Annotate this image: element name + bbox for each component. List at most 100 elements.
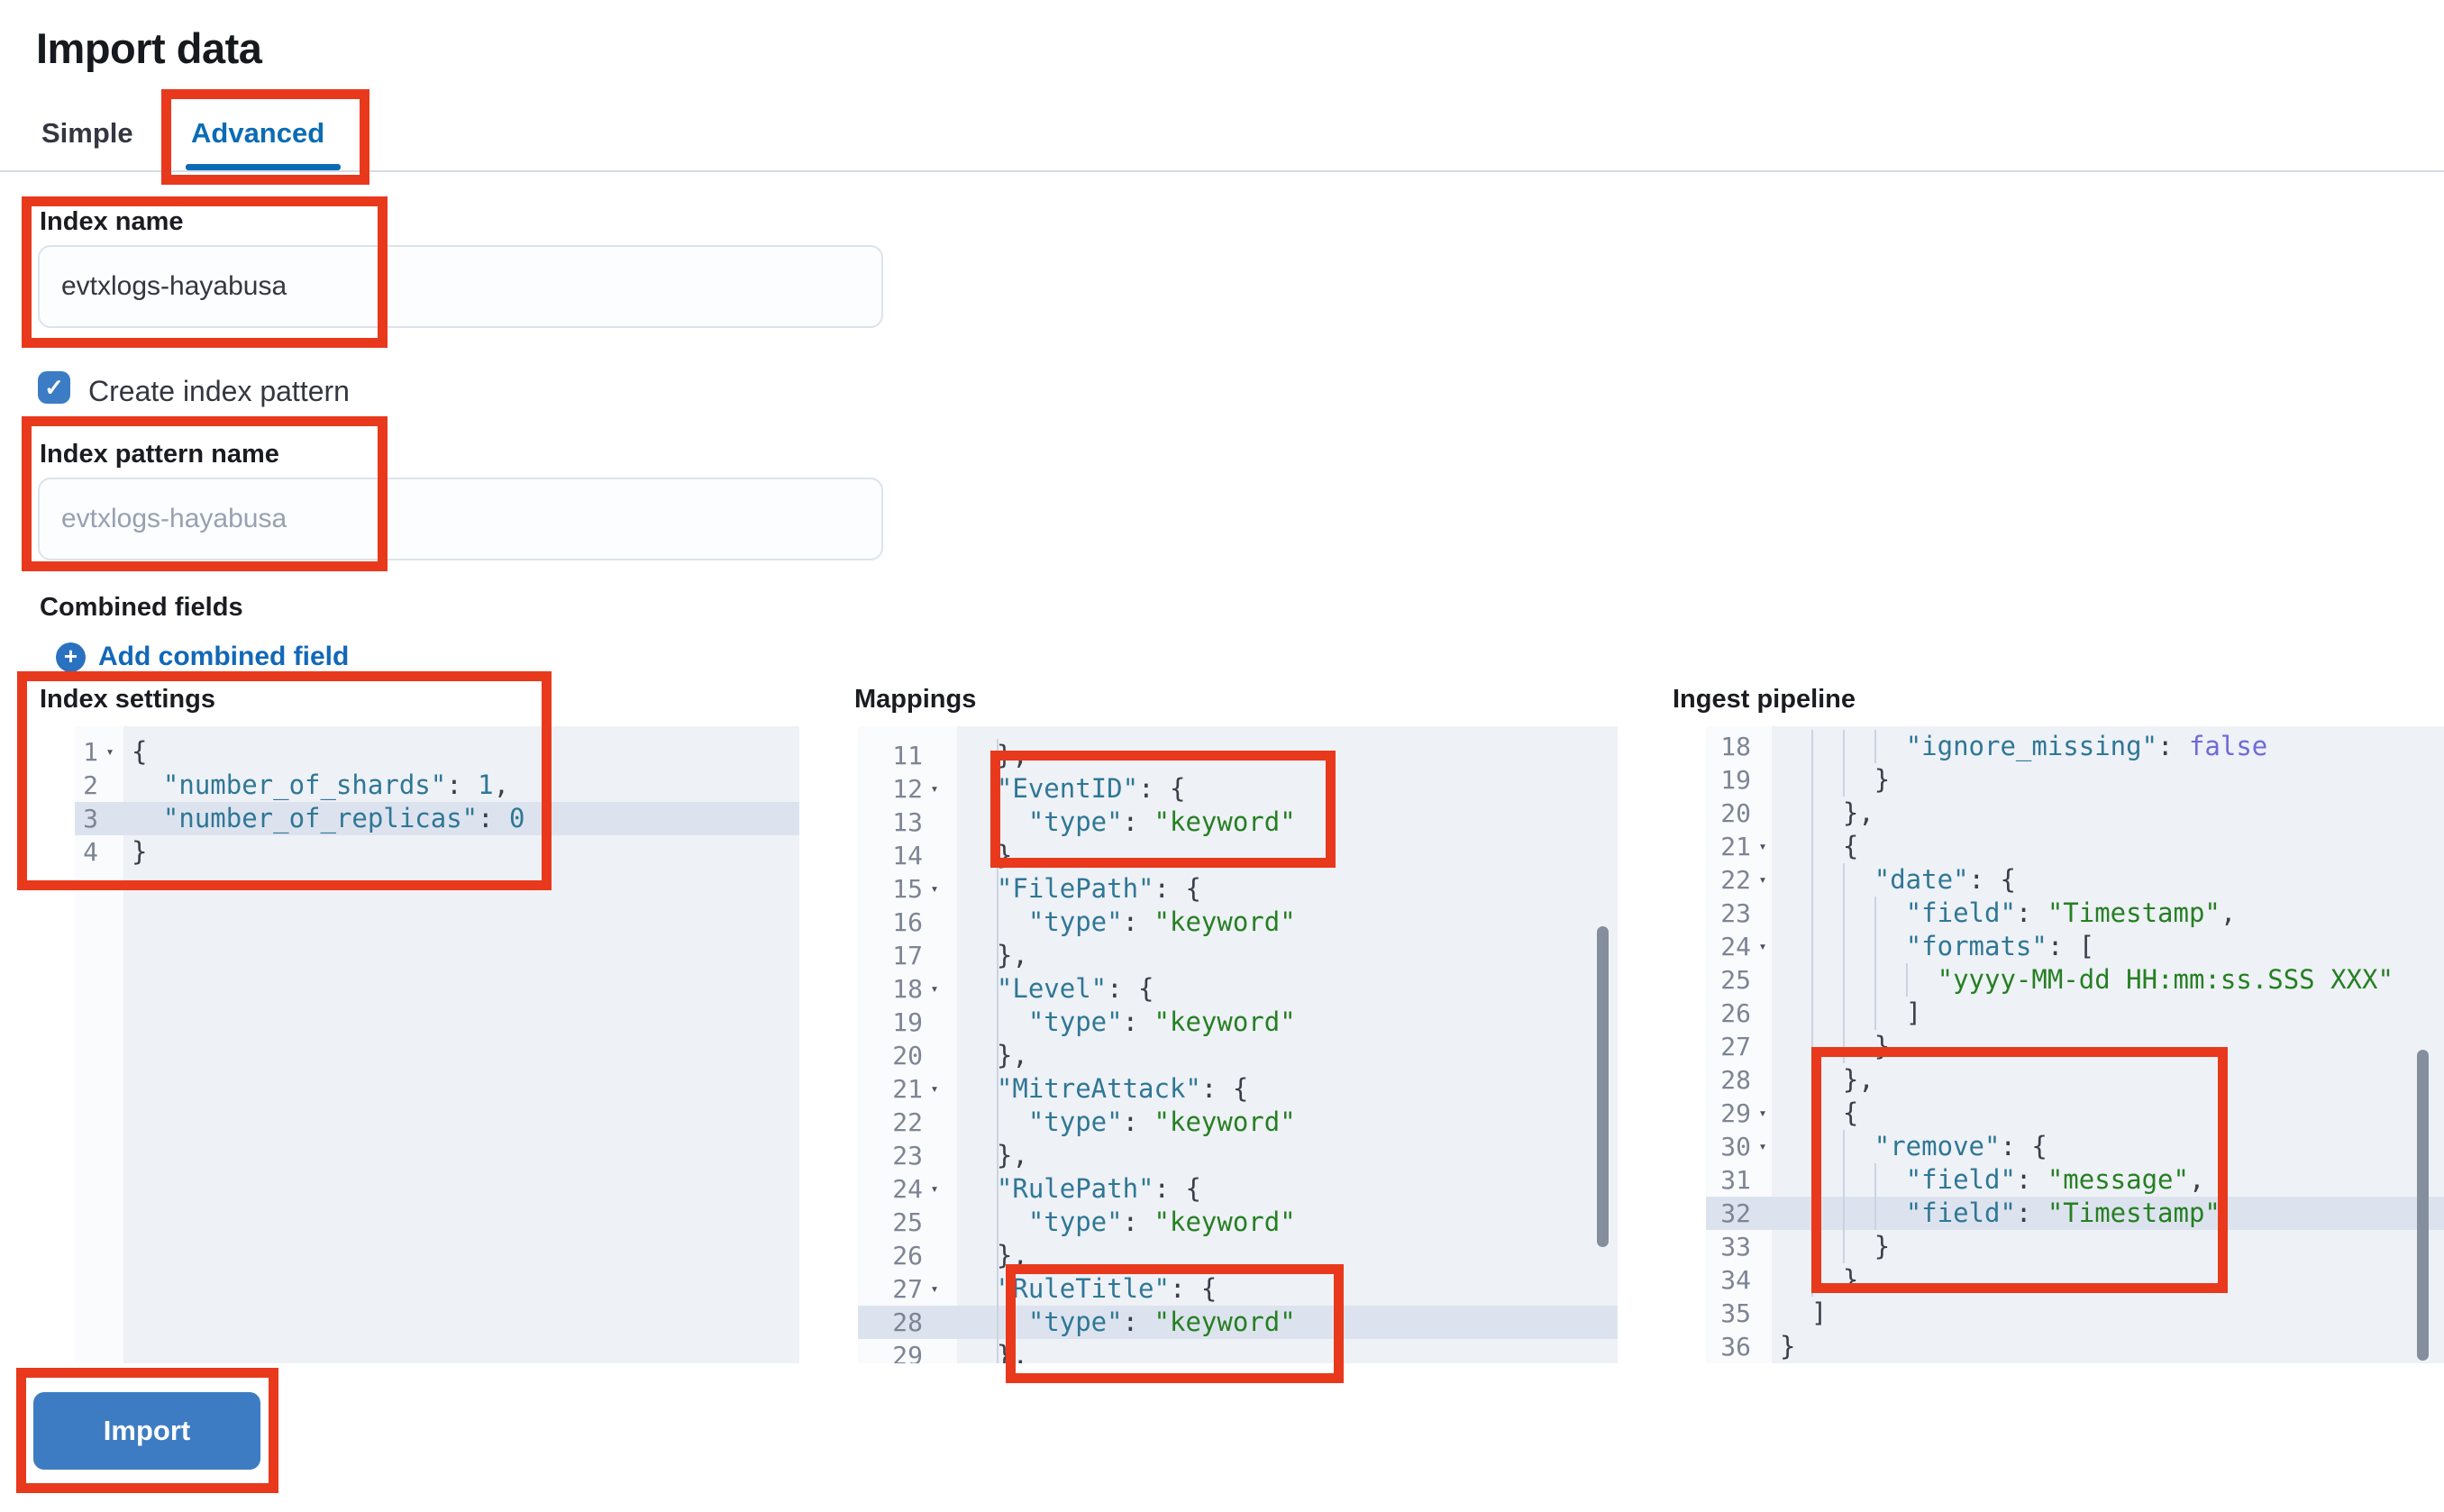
code-line: 17 }, [858, 939, 1618, 972]
line-number: 16 [892, 907, 923, 937]
code-line: 20 }, [1706, 797, 2444, 830]
index-name-label: Index name [40, 207, 184, 236]
indent-guide [1842, 1197, 1845, 1230]
line-number: 22 [892, 1107, 923, 1137]
indent-guide [996, 906, 999, 939]
fold-spacer [923, 739, 946, 772]
index-pattern-name-input[interactable] [38, 478, 883, 560]
code-line: 4} [75, 835, 799, 869]
line-number: 27 [1720, 1032, 1751, 1061]
fold-arrow-icon[interactable]: ▾ [1758, 1138, 1767, 1154]
fold-arrow-icon[interactable]: ▾ [930, 1080, 939, 1097]
line-number: 33 [1720, 1232, 1751, 1262]
code-line: 15▾ "FilePath": { [858, 872, 1618, 906]
mappings-scrollbar[interactable] [1597, 926, 1609, 1247]
code-line: 36} [1706, 1330, 2444, 1363]
fold-arrow-icon[interactable]: ▾ [930, 980, 939, 997]
add-combined-field-label: Add combined field [98, 642, 350, 671]
fold-arrow-icon[interactable]: ▾ [1758, 938, 1767, 954]
line-number: 11 [892, 741, 923, 770]
indent-guide [1842, 1163, 1845, 1197]
line-number: 28 [892, 1307, 923, 1337]
code-line: 16 "type": "keyword" [858, 906, 1618, 939]
indent-guide [1810, 1197, 1813, 1230]
fold-arrow-icon[interactable]: ▾ [930, 880, 939, 897]
line-number: 20 [1720, 798, 1751, 828]
indent-guide [996, 1072, 999, 1106]
indent-guide [996, 739, 999, 772]
line-number: 17 [892, 941, 923, 970]
indent-guide [996, 1006, 999, 1039]
indent-guide [996, 1239, 999, 1272]
indent-guide [996, 1172, 999, 1206]
fold-spacer [923, 1006, 946, 1039]
line-number: 24 [892, 1174, 923, 1204]
fold-arrow-icon[interactable]: ▾ [1758, 1105, 1767, 1121]
add-combined-field-link[interactable]: + Add combined field [56, 642, 349, 672]
indent-guide [1810, 1030, 1813, 1063]
fold-arrow-icon[interactable]: ▾ [930, 1180, 939, 1197]
fold-spacer [923, 1206, 946, 1239]
tab-simple[interactable]: Simple [41, 117, 133, 149]
code-line: 27▾ "RuleTitle": { [858, 1272, 1618, 1306]
line-number: 14 [892, 841, 923, 870]
create-index-pattern-label[interactable]: Create index pattern [88, 375, 350, 407]
indent-guide [1842, 997, 1845, 1030]
indent-guide [1842, 763, 1845, 797]
checkmark-icon: ✓ [44, 373, 64, 401]
indent-guide [1810, 797, 1813, 830]
index-name-input[interactable] [38, 245, 883, 328]
indent-guide [996, 1039, 999, 1072]
line-number: 26 [892, 1241, 923, 1271]
tab-advanced[interactable]: Advanced [191, 117, 325, 149]
mappings-editor[interactable]: 11 },12▾ "EventID": {13 "type": "keyword… [858, 726, 1618, 1363]
code-line: 2 "number_of_shards": 1, [75, 769, 799, 802]
indent-guide [1874, 1197, 1876, 1230]
line-number: 23 [892, 1141, 923, 1170]
line-number: 29 [1720, 1098, 1751, 1128]
code-line: 29▾ { [1706, 1097, 2444, 1130]
combined-fields-label: Combined fields [40, 593, 243, 622]
line-number: 24 [1720, 932, 1751, 961]
ingest-pipeline-scrollbar[interactable] [2417, 1050, 2429, 1361]
fold-arrow-icon[interactable]: ▾ [1758, 838, 1767, 854]
code-line: 21▾ "MitreAttack": { [858, 1072, 1618, 1106]
indent-guide [996, 972, 999, 1006]
line-number: 36 [1720, 1332, 1751, 1362]
code-line: 33 } [1706, 1230, 2444, 1263]
code-line: 22▾ "date": { [1706, 863, 2444, 897]
code-line: 32 "field": "Timestamp" [1706, 1197, 2444, 1230]
line-number: 25 [1720, 965, 1751, 995]
fold-spacer [98, 769, 122, 802]
indent-guide [1810, 730, 1813, 763]
indent-guide [1810, 830, 1813, 863]
indent-guide [1874, 997, 1876, 1030]
indent-guide [996, 772, 999, 806]
fold-arrow-icon[interactable]: ▾ [105, 743, 114, 760]
indent-guide [1842, 863, 1845, 897]
import-button[interactable]: Import [33, 1392, 260, 1470]
code-line: 35 ] [1706, 1297, 2444, 1330]
editor-gutter [858, 726, 957, 1363]
line-number: 32 [1720, 1198, 1751, 1228]
index-settings-editor[interactable]: 1▾{2 "number_of_shards": 1,3 "number_of_… [75, 726, 799, 1363]
line-number: 3 [83, 804, 98, 833]
code-line: 21▾ { [1706, 830, 2444, 863]
code-line: 34 } [1706, 1263, 2444, 1297]
indent-guide [996, 939, 999, 972]
code-line: 19 } [1706, 763, 2444, 797]
line-number: 18 [892, 974, 923, 1004]
line-number: 1 [83, 737, 98, 767]
fold-arrow-icon[interactable]: ▾ [930, 1280, 939, 1297]
fold-arrow-icon[interactable]: ▾ [1758, 871, 1767, 888]
code-line: 11 }, [858, 739, 1618, 772]
line-number: 13 [892, 807, 923, 837]
indent-guide [1810, 1263, 1813, 1297]
fold-arrow-icon[interactable]: ▾ [930, 780, 939, 797]
fold-spacer [98, 835, 122, 869]
mappings-label: Mappings [854, 685, 977, 714]
create-index-pattern-checkbox[interactable]: ✓ [38, 371, 70, 404]
line-number: 23 [1720, 898, 1751, 928]
